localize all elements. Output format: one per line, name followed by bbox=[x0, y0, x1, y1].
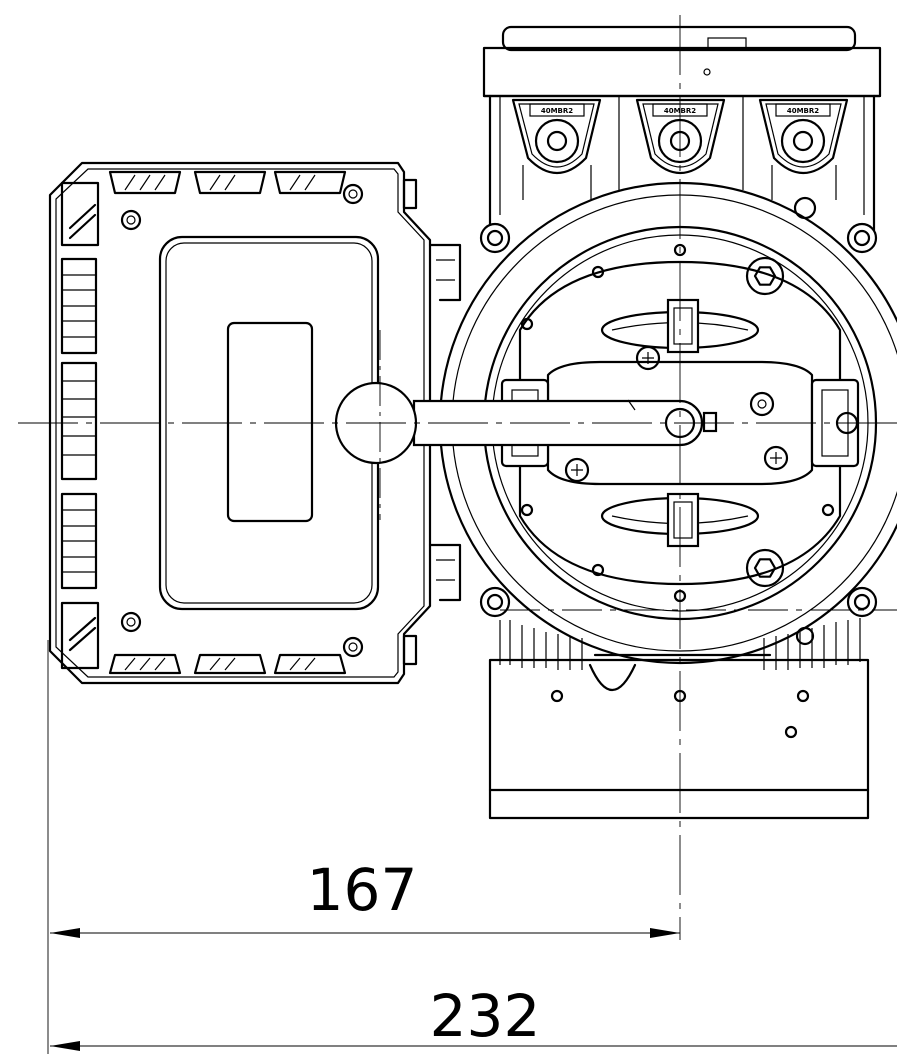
terminal-label: 40MBR2 bbox=[541, 107, 573, 115]
terminal-middle: 40MBR2 bbox=[635, 98, 726, 174]
terminal-right: 40MBR2 bbox=[758, 98, 849, 200]
junction-box bbox=[48, 161, 432, 685]
terminal-left: 40MBR2 bbox=[511, 98, 602, 200]
dimension-167: 167 bbox=[47, 640, 680, 1054]
terminal-box bbox=[482, 25, 882, 242]
motor-base bbox=[488, 658, 870, 820]
terminal-label: 40MBR2 bbox=[787, 107, 819, 115]
dimension-label: 232 bbox=[430, 982, 541, 1050]
dimension-label: 167 bbox=[307, 856, 418, 924]
center-lines bbox=[18, 15, 897, 940]
box-mount bbox=[428, 243, 462, 602]
cover-plate bbox=[518, 243, 842, 603]
dimension-232: 232 bbox=[50, 982, 897, 1051]
